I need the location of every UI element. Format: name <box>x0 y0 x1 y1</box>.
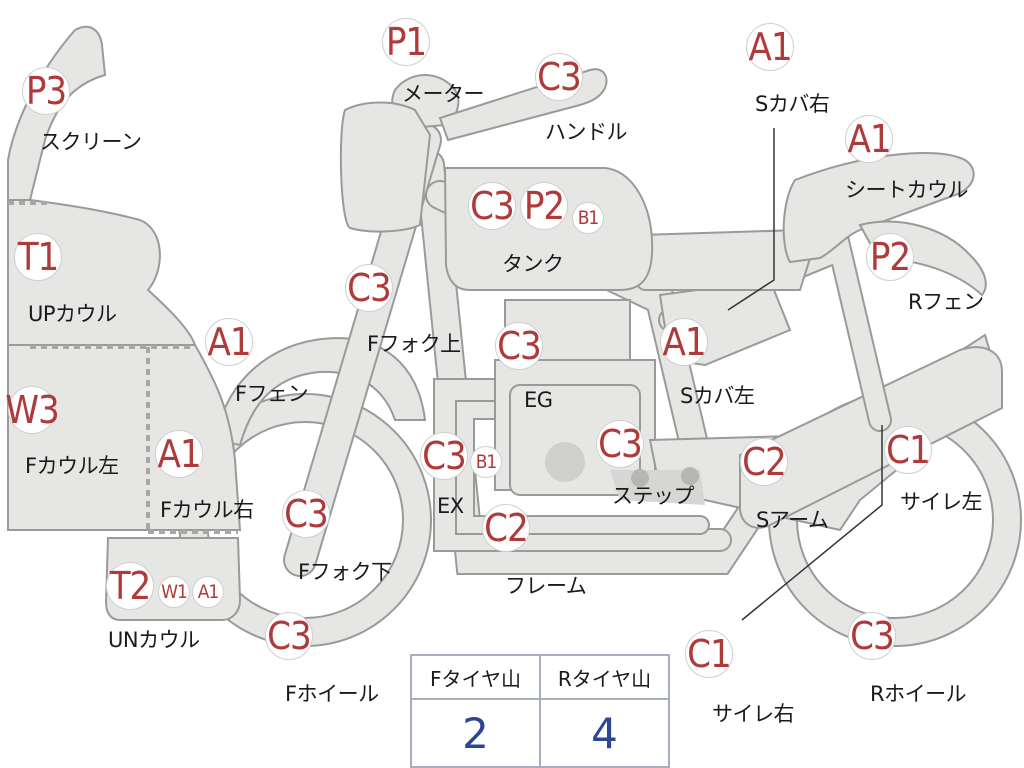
part-code-up-cowl: T1 <box>14 233 62 281</box>
part-code-rear-wheel: C3 <box>848 612 896 660</box>
silencer-shape <box>739 346 1003 529</box>
label-swing-arm: Sアーム <box>756 508 829 532</box>
part-code-front-cowl-right: A1 <box>155 430 203 478</box>
tire-tread-table: Fタイヤ山 Rタイヤ山 2 4 <box>410 654 670 768</box>
label-rear-wheel: Rホイール <box>870 682 967 706</box>
part-code-front-fork-lower: C3 <box>282 490 330 538</box>
headlight-shape <box>339 101 432 233</box>
part-code-front-cowl-left: W3 <box>5 386 60 434</box>
front-tire-value: 2 <box>410 698 541 768</box>
part-code-side-cover-left: A1 <box>660 318 708 366</box>
label-front-wheel: Fホイール <box>285 682 379 706</box>
label-engine: EG <box>524 388 553 412</box>
part-code-under-cowl-a1: A1 <box>192 576 224 608</box>
part-code-frame: C2 <box>482 504 530 552</box>
part-code-seat-cowl: A1 <box>845 115 893 163</box>
part-code-silencer-right: C1 <box>685 630 733 678</box>
part-code-under-cowl-t2: T2 <box>106 562 154 610</box>
part-code-silencer-left: C1 <box>884 426 932 474</box>
cowl-separators <box>8 201 238 534</box>
step-shape <box>610 467 705 505</box>
part-code-swing-arm: C2 <box>740 438 788 486</box>
part-code-tank-c3: C3 <box>468 182 516 230</box>
part-code-exhaust-b1: B1 <box>470 446 502 478</box>
label-front-cowl-right: Fカウル右 <box>160 498 254 522</box>
part-code-front-wheel: C3 <box>265 612 313 660</box>
part-code-under-cowl-w1: W1 <box>158 576 190 608</box>
label-side-cover-left: Sカバ左 <box>680 384 755 408</box>
part-code-handle: C3 <box>535 53 583 101</box>
seat-cowl-shape <box>782 152 975 264</box>
part-code-rear-fender: P2 <box>866 233 914 281</box>
part-code-engine: C3 <box>495 322 543 370</box>
screen-shape <box>7 25 107 201</box>
label-step: ステップ <box>612 484 695 508</box>
label-frame: フレーム <box>505 574 587 598</box>
label-rear-fender: Rフェン <box>908 290 984 314</box>
front-cowl-shape <box>7 344 242 531</box>
part-code-screen: P3 <box>22 67 70 115</box>
label-front-cowl-left: Fカウル左 <box>25 454 119 478</box>
front-tire-header: Fタイヤ山 <box>410 654 541 700</box>
part-code-step: C3 <box>596 420 644 468</box>
label-front-fork-upper: Fフォク上 <box>367 332 461 356</box>
leader-lines <box>727 128 883 621</box>
label-seat-cowl: シートカウル <box>845 178 969 202</box>
part-code-tank-p2: P2 <box>520 182 568 230</box>
part-code-side-cover-right: A1 <box>746 23 794 71</box>
label-silencer-left: サイレ左 <box>900 490 983 514</box>
label-front-fender: Fフェン <box>235 382 309 406</box>
part-code-front-fork-upper: C3 <box>345 264 393 312</box>
part-code-front-fender: A1 <box>205 318 253 366</box>
part-code-meter: P1 <box>382 18 430 66</box>
part-code-exhaust-c3: C3 <box>420 432 468 480</box>
label-front-fork-lower: Fフォク下 <box>298 560 392 584</box>
label-up-cowl: UPカウル <box>28 302 117 326</box>
label-tank: タンク <box>502 252 564 276</box>
label-handle: ハンドル <box>545 120 628 144</box>
rear-tire-header: Rタイヤ山 <box>539 654 670 700</box>
label-meter: メーター <box>402 82 485 106</box>
label-screen: スクリーン <box>40 130 142 154</box>
rear-tire-value: 4 <box>539 698 670 768</box>
part-code-tank-b1: B1 <box>572 202 604 234</box>
label-under-cowl: UNカウル <box>108 628 200 652</box>
label-silencer-right: サイレ右 <box>712 702 795 726</box>
label-exhaust: EX <box>437 494 464 518</box>
label-side-cover-right: Sカバ右 <box>755 92 830 116</box>
